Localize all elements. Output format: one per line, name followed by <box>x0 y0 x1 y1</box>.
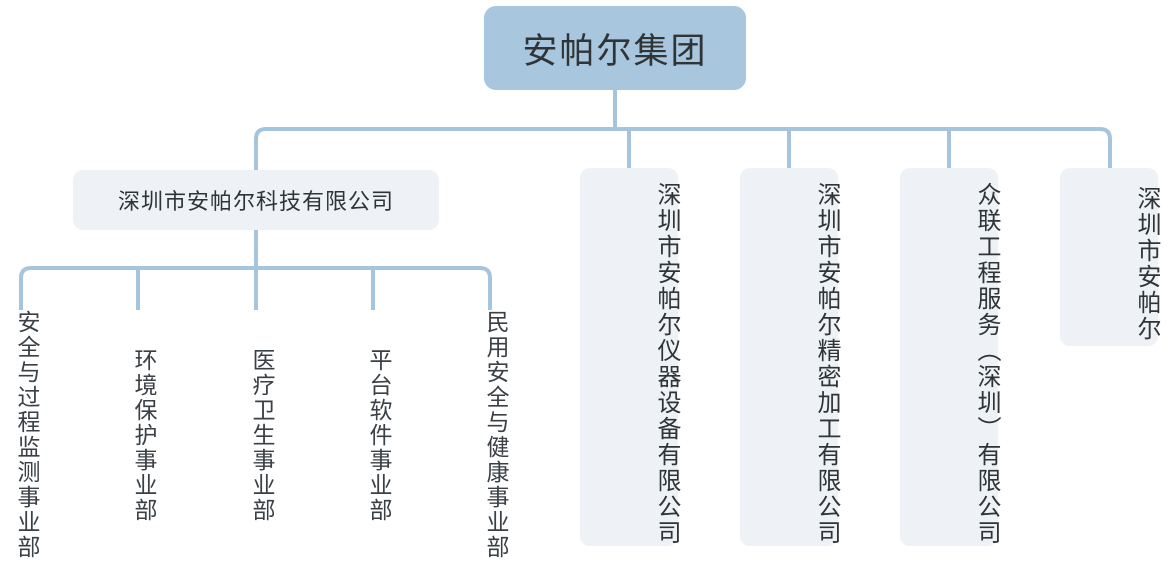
leaf-civil[interactable]: 民用安全与健康事业部 <box>475 310 509 560</box>
node-instrument-label: 深圳市安帕尔仪器设备有限公司 <box>653 182 680 546</box>
connector-main-bus <box>254 127 1112 170</box>
node-zhonglian-label: 众联工程服务（深圳）有限公司 <box>973 182 1000 546</box>
leaf-safety-label: 安全与过程监测事业部 <box>14 310 40 560</box>
leaf-environment[interactable]: 环境保护事业部 <box>123 310 157 560</box>
leaf-civil-label: 民用安全与健康事业部 <box>483 310 509 560</box>
leaf-medical-label: 医疗卫生事业部 <box>249 347 275 523</box>
leaf-platform-label: 平台软件事业部 <box>366 347 392 523</box>
node-tech-label: 深圳市安帕尔科技有限公司 <box>117 189 394 214</box>
node-root-group[interactable]: 安帕尔集团 <box>484 6 746 90</box>
node-precision[interactable]: 深圳市安帕尔精密加工有限公司 <box>740 168 840 546</box>
leaf-medical[interactable]: 医疗卫生事业部 <box>241 310 275 560</box>
leaf-platform[interactable]: 平台软件事业部 <box>358 310 392 560</box>
node-root-label: 安帕尔集团 <box>522 31 708 71</box>
node-precision-label: 深圳市安帕尔精密加工有限公司 <box>813 182 840 546</box>
node-tech[interactable]: 深圳市安帕尔科技有限公司 <box>73 170 439 230</box>
connector-sub-bus <box>19 266 492 310</box>
leaf-safety[interactable]: 安全与过程监测事业部 <box>6 310 40 560</box>
node-anpaer-label: 深圳市安帕尔 <box>1133 186 1160 342</box>
leaf-environment-label: 环境保护事业部 <box>131 347 157 523</box>
node-instrument[interactable]: 深圳市安帕尔仪器设备有限公司 <box>580 168 680 546</box>
node-zhonglian[interactable]: 众联工程服务（深圳）有限公司 <box>900 168 1000 546</box>
node-anpaer[interactable]: 深圳市安帕尔 <box>1060 168 1160 346</box>
